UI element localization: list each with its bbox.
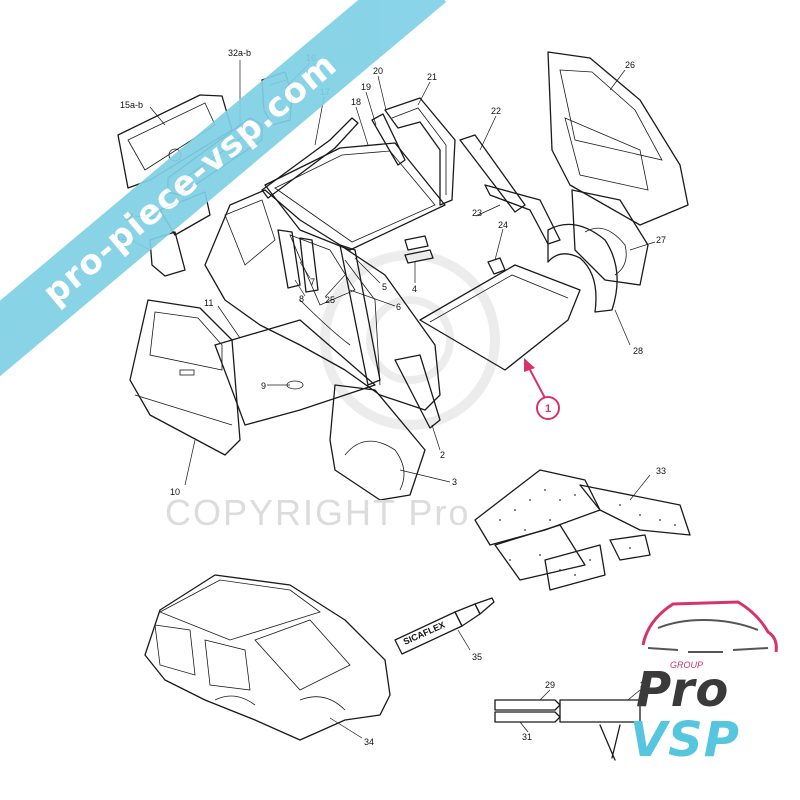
label-35: 35 xyxy=(472,652,482,662)
label-21: 21 xyxy=(427,72,437,82)
part-2-lower-member[interactable] xyxy=(394,354,441,429)
label-5: 5 xyxy=(382,282,387,292)
part-33-insulation-mats[interactable] xyxy=(474,469,691,591)
label-26: 26 xyxy=(625,60,635,70)
part-4-patches[interactable] xyxy=(404,235,434,264)
part-3-front-fender[interactable] xyxy=(329,384,426,501)
label-22: 22 xyxy=(491,106,501,116)
part-23-sill-strip[interactable] xyxy=(484,184,561,245)
label-15: 15a-b xyxy=(120,100,143,110)
label-8: 8 xyxy=(299,294,304,304)
label-4: 4 xyxy=(412,284,417,294)
part-10-rear-door[interactable] xyxy=(129,299,241,456)
label-33: 33 xyxy=(656,466,666,476)
part-24-clip[interactable] xyxy=(487,257,506,275)
part-22-a-pillar[interactable] xyxy=(459,134,526,213)
part-17-roof-rail[interactable] xyxy=(261,117,359,199)
label-34: 34 xyxy=(364,737,374,747)
label-27: 27 xyxy=(656,235,666,245)
copyright-watermark: COPYRIGHT Pro xyxy=(165,492,471,533)
label-6: 6 xyxy=(396,302,401,312)
label-9: 9 xyxy=(261,381,266,391)
part-20-21-rear-frame[interactable] xyxy=(384,97,456,206)
part-7-8-pillars[interactable] xyxy=(277,229,319,293)
label-30: 30 xyxy=(640,680,650,690)
provsp-logo: GROUP Pro VSP xyxy=(618,590,793,790)
part-25-b-pillar[interactable] xyxy=(339,244,381,386)
part-11-floor[interactable] xyxy=(214,319,376,426)
logo-group-text: GROUP xyxy=(670,660,704,670)
label-31: 31 xyxy=(522,732,532,742)
part-35-sealant-tube[interactable]: SICAFLEX xyxy=(394,597,495,655)
part-28-wheel-arch[interactable] xyxy=(547,223,618,313)
car-outline-icon xyxy=(641,600,778,653)
part-roof[interactable] xyxy=(264,142,446,251)
label-10: 10 xyxy=(170,487,180,497)
logo-pro-text: Pro xyxy=(636,662,730,718)
part-19-pillar-trim[interactable] xyxy=(371,113,406,166)
part-27-front-fender[interactable] xyxy=(571,189,649,286)
part-1-bonnet[interactable] xyxy=(419,264,581,371)
label-32: 32a-b xyxy=(228,48,251,58)
label-11: 11 xyxy=(204,298,213,308)
part-body-side[interactable] xyxy=(204,189,441,411)
watermark-circle xyxy=(320,250,500,430)
part-34-body-shell[interactable] xyxy=(144,574,391,741)
part-12-lower-bracket[interactable] xyxy=(149,231,186,277)
leader-lines xyxy=(124,60,656,739)
logo-vsp-text: VSP xyxy=(630,712,740,768)
label-29: 29 xyxy=(545,680,555,690)
label-20: 20 xyxy=(373,66,383,76)
label-3: 3 xyxy=(452,477,457,487)
label-25: 25 xyxy=(325,295,335,305)
label-18: 18 xyxy=(351,97,361,107)
label-19: 19 xyxy=(361,82,371,92)
part-29-31-tool-rods[interactable] xyxy=(494,699,641,761)
part-26-front-door[interactable] xyxy=(547,51,689,226)
callout-part-1[interactable]: 1 xyxy=(524,358,560,420)
label-23: 23 xyxy=(472,208,482,218)
label-7: 7 xyxy=(310,277,315,287)
callout-label: 1 xyxy=(545,403,551,415)
label-24: 24 xyxy=(498,220,508,230)
label-28: 28 xyxy=(633,346,643,356)
label-2: 2 xyxy=(440,450,445,460)
